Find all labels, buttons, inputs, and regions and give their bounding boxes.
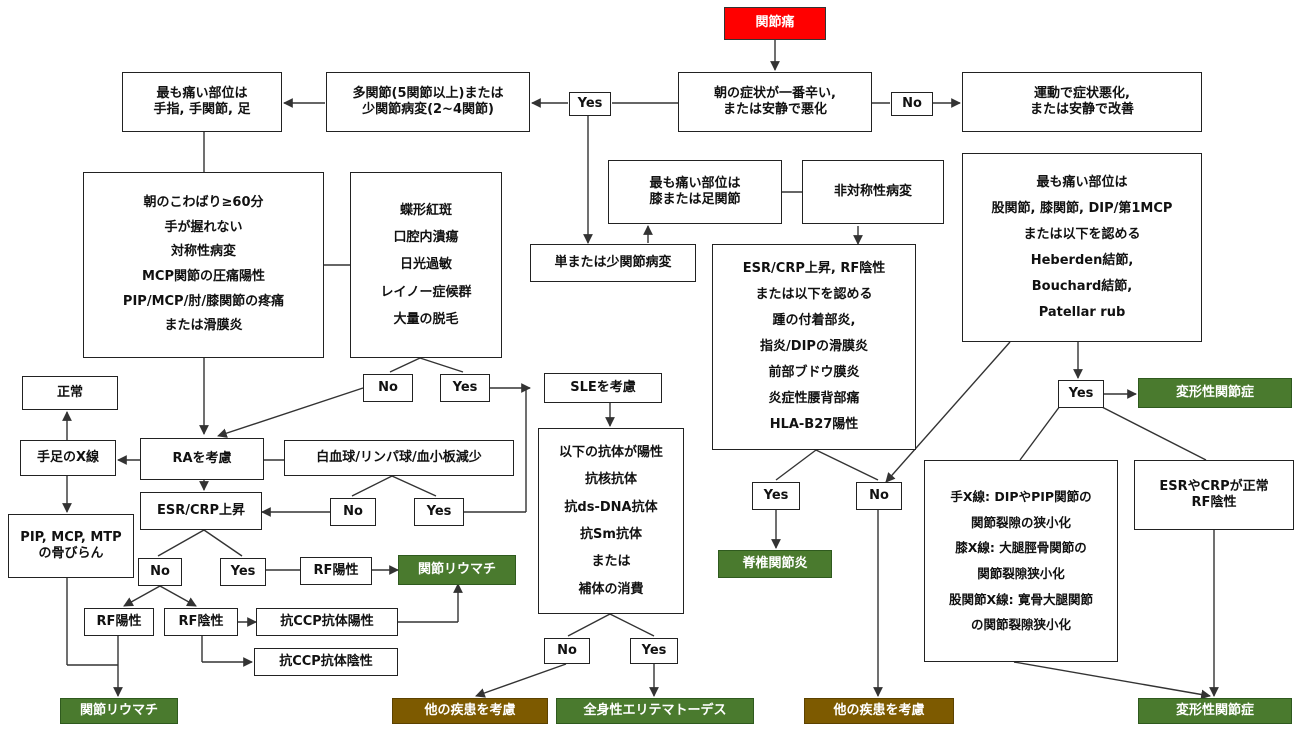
spa-criteria-line-3: 踵の付着部炎, (772, 313, 856, 328)
yes-label-esr: Yes (220, 558, 266, 586)
other-disease-1: 他の疾患を考慮 (392, 698, 548, 724)
no-label-cyto: No (330, 498, 376, 526)
spa-outcome: 脊椎関節炎 (718, 550, 832, 578)
xray-findings-line-4: 関節裂隙狭小化 (977, 566, 1065, 581)
no-label-top: No (891, 92, 933, 116)
exercise-worse-node: 運動で症状悪化, または安静で改善 (962, 72, 1202, 132)
yes-label-sle: Yes (440, 374, 490, 402)
antibodies-line-1: 以下の抗体が陽性 (558, 445, 663, 461)
most-painful-hand-node: 最も痛い部位は 手指, 手関節, 足 (122, 72, 282, 132)
yes-label-top: Yes (569, 92, 611, 116)
ra-outcome-bottom: 関節リウマチ (60, 698, 178, 724)
no-label-esr: No (138, 558, 182, 586)
antibodies-node: 以下の抗体が陽性 抗核抗体 抗ds-DNA抗体 抗Sm抗体 または 補体の消費 (538, 428, 684, 614)
ccp-negative: 抗CCP抗体陰性 (254, 648, 398, 676)
spa-criteria-line-4: 指炎/DIPの滑膜炎 (760, 339, 868, 354)
poly-oligo-line-1: 多関節(5関節以上)または (352, 85, 504, 101)
oa-criteria-line-4: Heberden結節, (1030, 252, 1134, 268)
ra-criteria-line-1: 朝のこわばり≥60分 (143, 194, 264, 210)
sle-signs-line-5: 大量の脱毛 (393, 311, 459, 327)
other-disease-2: 他の疾患を考慮 (804, 698, 954, 724)
xray-findings-node: 手X線: DIPやPIP関節の 関節裂隙の狭小化 膝X線: 大腿脛骨関節の 関節… (924, 460, 1118, 662)
sle-signs-line-2: 口腔内潰瘍 (393, 230, 459, 246)
cytopenia-node: 白血球/リンパ球/血小板減少 (284, 440, 514, 476)
yes-label-ab: Yes (630, 638, 678, 664)
esr-normal-node: ESRやCRPが正常 RF陰性 (1134, 460, 1294, 530)
oa-criteria-line-1: 最も痛い部位は (1036, 174, 1128, 190)
sle-signs-line-1: 蝶形紅斑 (399, 202, 452, 218)
erosion-node: PIP, MCP, MTP の骨びらん (8, 514, 134, 578)
xray-findings-line-1: 手X線: DIPやPIP関節の (950, 489, 1092, 505)
xray-findings-line-5: 股関節X線: 寛骨大腿関節 (949, 591, 1093, 607)
yes-label-spa: Yes (752, 482, 800, 510)
ra-criteria-line-6: または滑膜炎 (164, 318, 243, 334)
morning-worst-line-1: 朝の症状が一番辛い, (714, 85, 836, 101)
antibodies-line-5: または (591, 554, 631, 570)
erosion-line-1: PIP, MCP, MTP (20, 529, 122, 545)
ra-criteria-line-5: PIP/MCP/肘/膝関節の疼痛 (122, 293, 285, 309)
morning-worst-node: 朝の症状が一番辛い, または安静で悪化 (678, 72, 872, 132)
most-painful-hand-line-1: 最も痛い部位は (156, 85, 248, 101)
most-painful-hand-line-2: 手指, 手関節, 足 (153, 102, 251, 117)
sle-signs-line-3: 日光過敏 (399, 257, 452, 273)
ra-criteria-line-3: 対称性病変 (170, 244, 236, 260)
joint-pain-start: 関節痛 (724, 7, 826, 40)
spa-criteria-line-2: または以下を認める (755, 287, 873, 302)
no-label-sle: No (363, 374, 413, 402)
antibodies-line-6: 補体の消費 (578, 581, 644, 597)
oa-outcome-2: 変形性関節症 (1138, 698, 1292, 724)
no-label-spa: No (856, 482, 902, 510)
ra-criteria-line-4: MCP関節の圧痛陽性 (141, 269, 265, 284)
oa-criteria-line-3: または以下を認める (1023, 226, 1141, 242)
oa-outcome-1: 変形性関節症 (1138, 378, 1292, 408)
xray-findings-line-2: 関節裂隙の狭小化 (970, 514, 1071, 530)
consider-ra-node: RAを考慮 (140, 438, 264, 480)
sle-outcome: 全身性エリテマトーデス (556, 698, 754, 724)
exercise-worse-line-2: または安静で改善 (1029, 102, 1134, 117)
oa-criteria-line-5: Bouchard結節, (1031, 278, 1133, 294)
esr-normal-line-2: RF陰性 (1191, 495, 1237, 510)
esr-normal-line-1: ESRやCRPが正常 (1159, 478, 1269, 494)
most-painful-knee-node: 最も痛い部位は 膝または足関節 (608, 160, 782, 224)
erosion-line-2: の骨びらん (38, 546, 104, 561)
consider-sle-node: SLEを考慮 (544, 373, 662, 403)
rf-positive-bottom: RF陽性 (84, 608, 154, 636)
ra-outcome-top: 関節リウマチ (398, 555, 516, 585)
exercise-worse-line-1: 運動で症状悪化, (1034, 85, 1130, 101)
most-painful-knee-line-1: 最も痛い部位は (649, 175, 741, 191)
most-painful-knee-line-2: 膝または足関節 (649, 192, 741, 207)
ra-criteria-line-2: 手が握れない (164, 219, 243, 235)
antibodies-line-2: 抗核抗体 (584, 472, 637, 488)
poly-oligo-node: 多関節(5関節以上)または 少関節病変(2~4関節) (326, 72, 530, 132)
mono-oligo-node: 単または少関節病変 (530, 244, 696, 282)
oa-criteria-line-2: 股関節, 膝関節, DIP/第1MCP (991, 200, 1173, 216)
xray-findings-line-6: の関節裂隙狭小化 (970, 617, 1071, 633)
spa-criteria-node: ESR/CRP上昇, RF陰性 または以下を認める 踵の付着部炎, 指炎/DIP… (712, 244, 916, 450)
spa-criteria-line-5: 前部ブドウ膜炎 (768, 365, 860, 380)
morning-worst-line-2: または安静で悪化 (722, 102, 827, 117)
poly-oligo-line-2: 少関節病変(2~4関節) (362, 102, 494, 117)
rf-negative: RF陰性 (164, 608, 238, 636)
antibodies-line-3: 抗ds-DNA抗体 (564, 499, 658, 515)
rf-positive-top: RF陽性 (300, 557, 372, 585)
sle-signs-node: 蝶形紅斑 口腔内潰瘍 日光過敏 レイノー症候群 大量の脱毛 (350, 172, 502, 358)
oa-criteria-line-6: Patellar rub (1038, 304, 1126, 320)
spa-criteria-line-7: HLA-B27陽性 (769, 417, 859, 432)
spa-criteria-line-6: 炎症性腰背部痛 (768, 391, 860, 406)
ra-criteria-node: 朝のこわばり≥60分 手が握れない 対称性病変 MCP関節の圧痛陽性 PIP/M… (83, 172, 324, 358)
oa-criteria-node: 最も痛い部位は 股関節, 膝関節, DIP/第1MCP または以下を認める He… (962, 153, 1202, 342)
normal-node: 正常 (22, 376, 118, 410)
asymmetric-node: 非対称性病変 (802, 160, 944, 224)
hand-foot-xray-node: 手足のX線 (20, 440, 116, 476)
spa-criteria-line-1: ESR/CRP上昇, RF陰性 (742, 261, 886, 276)
ccp-positive: 抗CCP抗体陽性 (256, 608, 398, 636)
sle-signs-line-4: レイノー症候群 (380, 284, 472, 300)
yes-label-cyto: Yes (414, 498, 464, 526)
yes-label-oa: Yes (1058, 380, 1104, 408)
esr-crp-node: ESR/CRP上昇 (140, 492, 262, 530)
xray-findings-line-3: 膝X線: 大腿脛骨関節の (955, 540, 1087, 556)
no-label-ab: No (544, 638, 590, 664)
antibodies-line-4: 抗Sm抗体 (580, 527, 642, 542)
